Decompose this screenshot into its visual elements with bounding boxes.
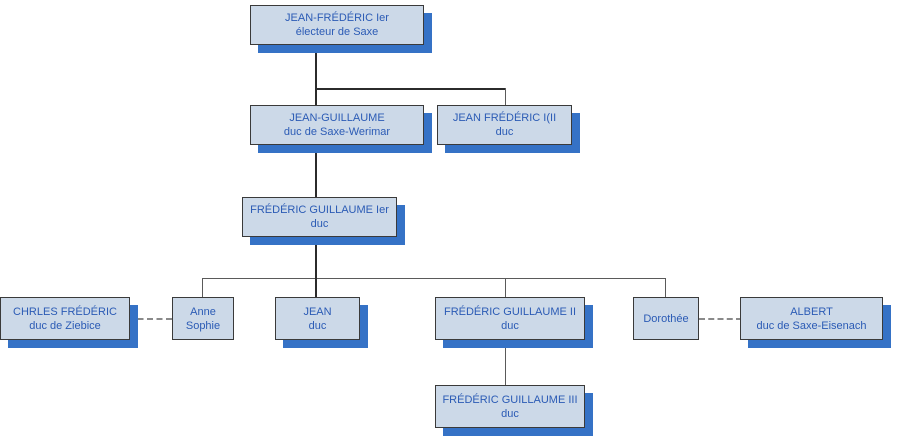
node-label-line2: duc	[310, 218, 329, 230]
edge-jean-guillaume-to-frederic-guillaume-ier	[315, 145, 317, 200]
edge-root-trunk	[315, 45, 317, 89]
node-label-line2: duc de Ziebice	[29, 319, 101, 332]
node-label-line1: Anne	[190, 305, 216, 318]
node-label-line2: duc de Saxe-Werimar	[283, 126, 391, 138]
edge-gen2-bus	[315, 88, 505, 90]
edge-drop-jean	[315, 278, 317, 297]
node-anne-sophie[interactable]: Anne Sophie	[172, 297, 234, 340]
node-jean-frederic-ier[interactable]: JEAN-FRÉDÉRIC Ier électeur de Saxe	[250, 5, 424, 45]
node-chrles-frederic[interactable]: CHRLES FRÉDÉRIC duc de Ziebice	[0, 297, 130, 340]
edge-drop-jean-guillaume	[315, 88, 317, 110]
node-label-line1: Dorothée	[643, 312, 689, 325]
node-frederic-guillaume-iii[interactable]: FRÉDÉRIC GUILLAUME III duc	[435, 385, 585, 428]
node-frederic-guillaume-ii[interactable]: FRÉDÉRIC GUILLAUME II duc	[435, 297, 585, 340]
node-dorothee[interactable]: Dorothée	[633, 297, 699, 340]
edge-drop-jean-frederic-i-ii	[505, 88, 506, 110]
node-label-line1: JEAN	[303, 305, 332, 318]
node-label-line1: ALBERT	[790, 305, 833, 318]
node-label-line1: FRÉDÉRIC GUILLAUME II	[443, 305, 577, 318]
node-jean[interactable]: JEAN duc	[275, 297, 360, 340]
node-label-line1: JEAN-FRÉDÉRIC Ier	[285, 12, 389, 24]
node-label-line2: électeur de Saxe	[295, 26, 379, 38]
node-label-line2: duc	[501, 407, 519, 420]
node-label-line1: JEAN-GUILLAUME	[289, 112, 385, 124]
node-label-line2: Sophie	[185, 319, 221, 332]
edge-drop-dorothee	[665, 278, 666, 297]
node-jean-frederic-i-ii[interactable]: JEAN FRÉDÉRIC I(II duc	[437, 105, 572, 145]
node-label-line1: FRÉDÉRIC GUILLAUME Ier	[250, 204, 389, 216]
edge-drop-frederic-guillaume-ii	[505, 278, 506, 297]
edge-frederic-guillaume-ier-trunk	[315, 237, 317, 278]
edge-marriage-dorothee-albert	[699, 318, 742, 320]
node-label-line1: FRÉDÉRIC GUILLAUME III	[442, 393, 578, 406]
node-jean-guillaume[interactable]: JEAN-GUILLAUME duc de Saxe-Werimar	[250, 105, 424, 145]
node-frederic-guillaume-ier[interactable]: FRÉDÉRIC GUILLAUME Ier duc	[242, 197, 397, 237]
edge-frederic-guillaume-ii-to-iii	[505, 340, 506, 385]
node-label-line1: JEAN FRÉDÉRIC I(II	[452, 112, 557, 124]
edge-drop-anne-sophie	[202, 278, 203, 297]
edge-sibling-bus	[202, 278, 666, 279]
node-albert[interactable]: ALBERT duc de Saxe-Eisenach	[740, 297, 883, 340]
node-label-line2: duc	[501, 319, 519, 332]
node-label-line1: CHRLES FRÉDÉRIC	[13, 305, 117, 318]
node-label-line2: duc	[308, 319, 327, 332]
node-label-line2: duc	[495, 126, 514, 138]
edge-marriage-chrles-anne	[128, 318, 172, 320]
node-label-line2: duc de Saxe-Eisenach	[756, 319, 867, 332]
